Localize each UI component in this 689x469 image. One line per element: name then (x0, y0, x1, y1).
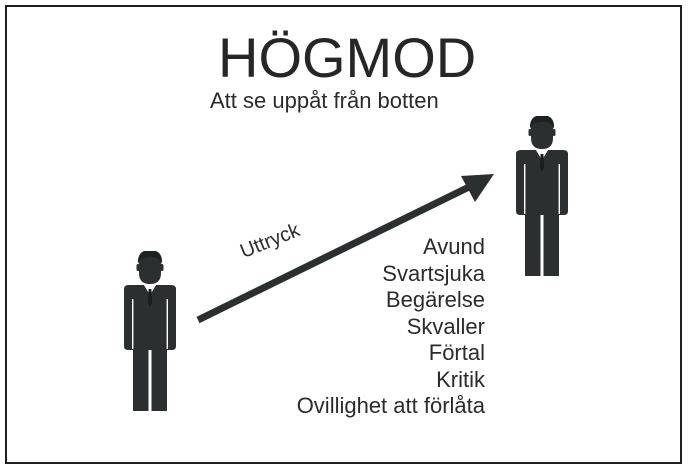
diagram-subtitle: Att se uppåt från botten (210, 88, 439, 113)
list-item: Förtal (428, 340, 485, 365)
list-item: Begärelse (385, 287, 485, 312)
list-item: Skvaller (406, 313, 485, 339)
upper-person-icon (516, 116, 568, 276)
list-item: Svartsjuka (382, 260, 485, 286)
list-item: Ovillighet att förlåta (296, 393, 485, 418)
diagram-title: HÖGMOD (218, 26, 477, 89)
list-item: Kritik (436, 366, 485, 392)
expression-list: Avund Svartsjuka Begärelse Skvaller Fört… (297, 234, 485, 420)
diagram-frame (5, 5, 682, 464)
arrow-icon (196, 174, 494, 324)
list-item: Avund (423, 234, 485, 259)
lower-person-icon (124, 251, 176, 411)
